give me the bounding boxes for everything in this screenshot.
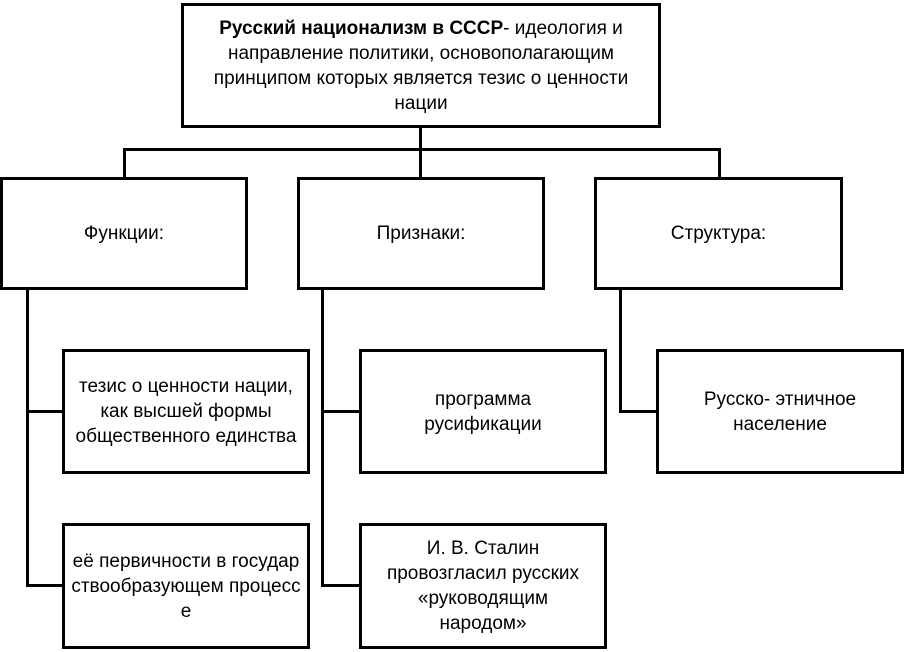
structure-vertical-line xyxy=(619,288,622,413)
root-stem-line xyxy=(419,125,422,150)
functions-branch-line-2 xyxy=(26,584,64,587)
features-item-text-2: И. В. Сталин провозгласил русских «руков… xyxy=(386,538,580,634)
features-item-box-1: программа русификации xyxy=(359,349,607,474)
root-box: Русский национализм в СССР- идеология и … xyxy=(181,3,661,128)
functions-item-box-1: тезис о ценности нации, как высшей формы… xyxy=(62,349,310,474)
structure-item-text-1: Русско- этничное население xyxy=(703,388,857,435)
functions-branch-line-1 xyxy=(26,410,64,413)
functions-vertical-line xyxy=(26,288,29,587)
root-title-bold: Русский национализм в СССР xyxy=(219,17,504,39)
functions-item-text-1: тезис о ценности нации, как высшей формы… xyxy=(75,376,297,447)
functions-item-text-2: её первичности в государствообразующем п… xyxy=(71,550,301,622)
category-box-structure: Структура: xyxy=(594,177,843,290)
features-branch-line-2 xyxy=(321,584,361,587)
drop-line-functions xyxy=(123,148,126,180)
functions-item-box-2: её первичности в государствообразующем п… xyxy=(62,523,310,649)
drop-line-structure xyxy=(718,148,721,180)
category-box-functions: Функции: xyxy=(0,177,248,290)
structure-item-box-1: Русско- этничное население xyxy=(656,349,904,474)
features-vertical-line xyxy=(321,288,324,587)
category-box-features: Признаки: xyxy=(297,177,545,290)
horizontal-bus-line xyxy=(123,148,721,151)
root-text: Русский национализм в СССР- идеология и … xyxy=(194,16,648,116)
drop-line-features xyxy=(419,148,422,180)
features-item-text-1: программа русификации xyxy=(424,388,542,435)
category-label-features: Признаки: xyxy=(376,223,466,244)
features-item-box-2: И. В. Сталин провозгласил русских «руков… xyxy=(359,523,607,649)
root-title-rest: - идеология и направление политики, осно… xyxy=(213,17,629,114)
structure-branch-line-1 xyxy=(619,410,658,413)
category-label-functions: Функции: xyxy=(83,223,165,244)
category-label-structure: Структура: xyxy=(670,223,767,244)
features-branch-line-1 xyxy=(321,410,361,413)
